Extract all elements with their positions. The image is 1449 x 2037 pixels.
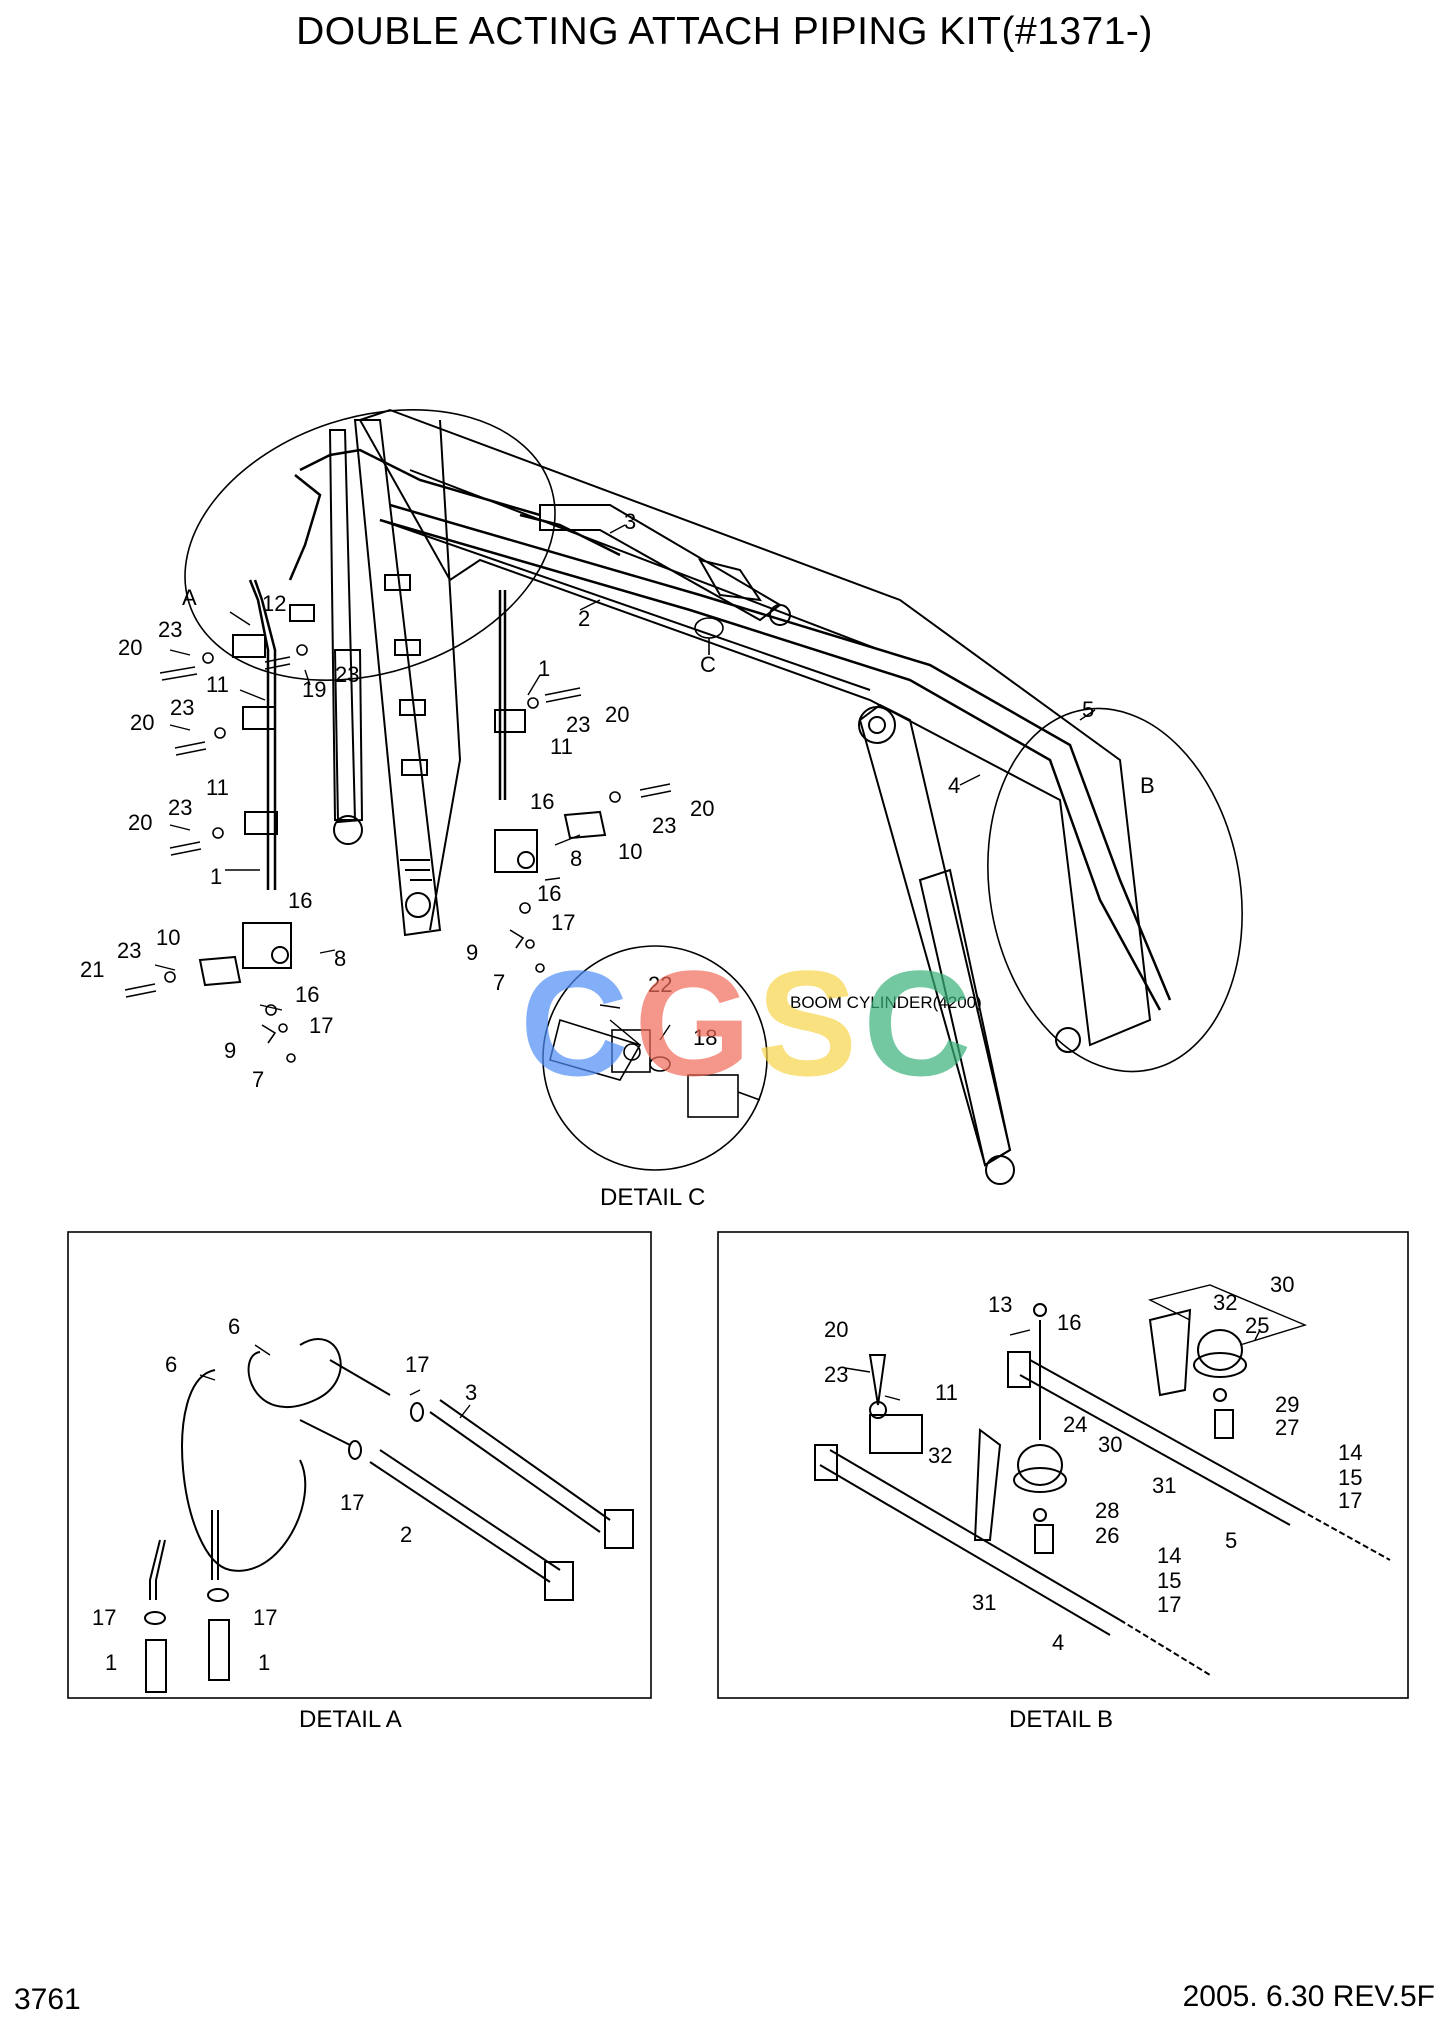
label-15: 15: [1157, 1568, 1181, 1593]
label-23: 23: [158, 617, 182, 642]
label-24: 24: [1063, 1412, 1087, 1437]
label-8: 8: [334, 946, 346, 971]
label-20: 20: [128, 810, 152, 835]
label-16: 16: [288, 888, 312, 913]
pipe-routes: [248, 448, 1172, 1011]
marker-a: A: [182, 585, 197, 610]
label-14: 14: [1338, 1440, 1362, 1465]
callout-circles: [184, 409, 1243, 1171]
label-23: 23: [652, 813, 676, 838]
label-1: 1: [538, 656, 550, 681]
label-15: 15: [1338, 1465, 1362, 1490]
detail-c-parts: [549, 1004, 761, 1118]
label-17: 17: [253, 1605, 277, 1630]
boom-cylinder-annotation: BOOM CYLINDER(4200): [790, 993, 982, 1012]
boom-assembly: [328, 408, 1152, 1185]
detail-a-parts: [144, 1338, 634, 1693]
detail-b-caption: DETAIL B: [1009, 1706, 1113, 1733]
label-31: 31: [972, 1590, 996, 1615]
label-7: 7: [252, 1067, 264, 1092]
label-4: 4: [1052, 1630, 1064, 1655]
label-30: 30: [1098, 1432, 1122, 1457]
label-16: 16: [530, 789, 554, 814]
label-32: 32: [928, 1443, 952, 1468]
part-labels: 1 1 2 3 4 5 7 7 8 8 9 9 10 10 11 11 11 1…: [80, 509, 1362, 1733]
label-14: 14: [1157, 1543, 1181, 1568]
marker-b: B: [1140, 773, 1155, 798]
label-10: 10: [156, 925, 180, 950]
label-27: 27: [1275, 1415, 1299, 1440]
label-18: 18: [693, 1025, 717, 1050]
detail-c-caption: DETAIL C: [600, 1184, 705, 1211]
leader-lines: [154, 524, 1308, 1419]
label-20: 20: [130, 710, 154, 735]
label-13: 13: [988, 1292, 1012, 1317]
label-23: 23: [170, 695, 194, 720]
detail-b-frame: [717, 1231, 1409, 1699]
label-9: 9: [224, 1038, 236, 1063]
label-19: 19: [302, 677, 326, 702]
label-5: 5: [1225, 1528, 1237, 1553]
label-23: 23: [566, 712, 590, 737]
label-12: 12: [262, 591, 286, 616]
label-17: 17: [92, 1605, 116, 1630]
label-16: 16: [295, 982, 319, 1007]
label-2: 2: [578, 606, 590, 631]
label-11: 11: [206, 775, 229, 800]
page-number: 3761: [14, 1983, 81, 2016]
label-16: 16: [537, 881, 561, 906]
label-20: 20: [690, 796, 714, 821]
label-17: 17: [551, 910, 575, 935]
label-4: 4: [948, 773, 960, 798]
revision-date: 2005. 6.30 REV.5F: [1182, 1980, 1435, 2013]
label-1: 1: [105, 1650, 117, 1675]
label-31: 31: [1152, 1473, 1176, 1498]
label-10: 10: [618, 839, 642, 864]
label-26: 26: [1095, 1523, 1119, 1548]
label-29: 29: [1275, 1392, 1299, 1417]
label-16: 16: [1057, 1310, 1081, 1335]
label-11: 11: [935, 1380, 958, 1405]
label-7: 7: [493, 970, 505, 995]
label-20: 20: [605, 702, 629, 727]
label-9: 9: [466, 940, 478, 965]
label-6: 6: [228, 1314, 240, 1339]
label-11: 11: [206, 672, 229, 697]
label-23: 23: [117, 938, 141, 963]
label-23: 23: [824, 1362, 848, 1387]
label-1: 1: [258, 1650, 270, 1675]
detail-a-frame: [67, 1231, 652, 1699]
label-11: 11: [550, 734, 573, 759]
label-2: 2: [400, 1522, 412, 1547]
label-17: 17: [1338, 1488, 1362, 1513]
label-20: 20: [118, 635, 142, 660]
detail-b-parts: [814, 1303, 1391, 1676]
label-1: 1: [210, 864, 222, 889]
fasteners: [124, 644, 672, 1063]
label-25: 25: [1245, 1313, 1269, 1338]
label-21: 21: [80, 957, 104, 982]
label-17: 17: [405, 1352, 429, 1377]
clamp-hardware-left: [198, 604, 607, 987]
marker-c: C: [700, 652, 716, 677]
label-20: 20: [824, 1317, 848, 1342]
label-8: 8: [570, 846, 582, 871]
label-17: 17: [1157, 1592, 1181, 1617]
label-22: 22: [648, 972, 672, 997]
label-17: 17: [309, 1013, 333, 1038]
label-3: 3: [465, 1380, 477, 1405]
label-23: 23: [168, 795, 192, 820]
page-title: DOUBLE ACTING ATTACH PIPING KIT(#1371-): [296, 10, 1153, 53]
label-5: 5: [1082, 697, 1094, 722]
label-28: 28: [1095, 1498, 1119, 1523]
label-17: 17: [340, 1490, 364, 1515]
label-30: 30: [1270, 1272, 1294, 1297]
label-23: 23: [335, 662, 359, 687]
label-32: 32: [1213, 1290, 1237, 1315]
label-3: 3: [624, 509, 636, 534]
label-6: 6: [165, 1352, 177, 1377]
detail-a-caption: DETAIL A: [299, 1706, 402, 1733]
